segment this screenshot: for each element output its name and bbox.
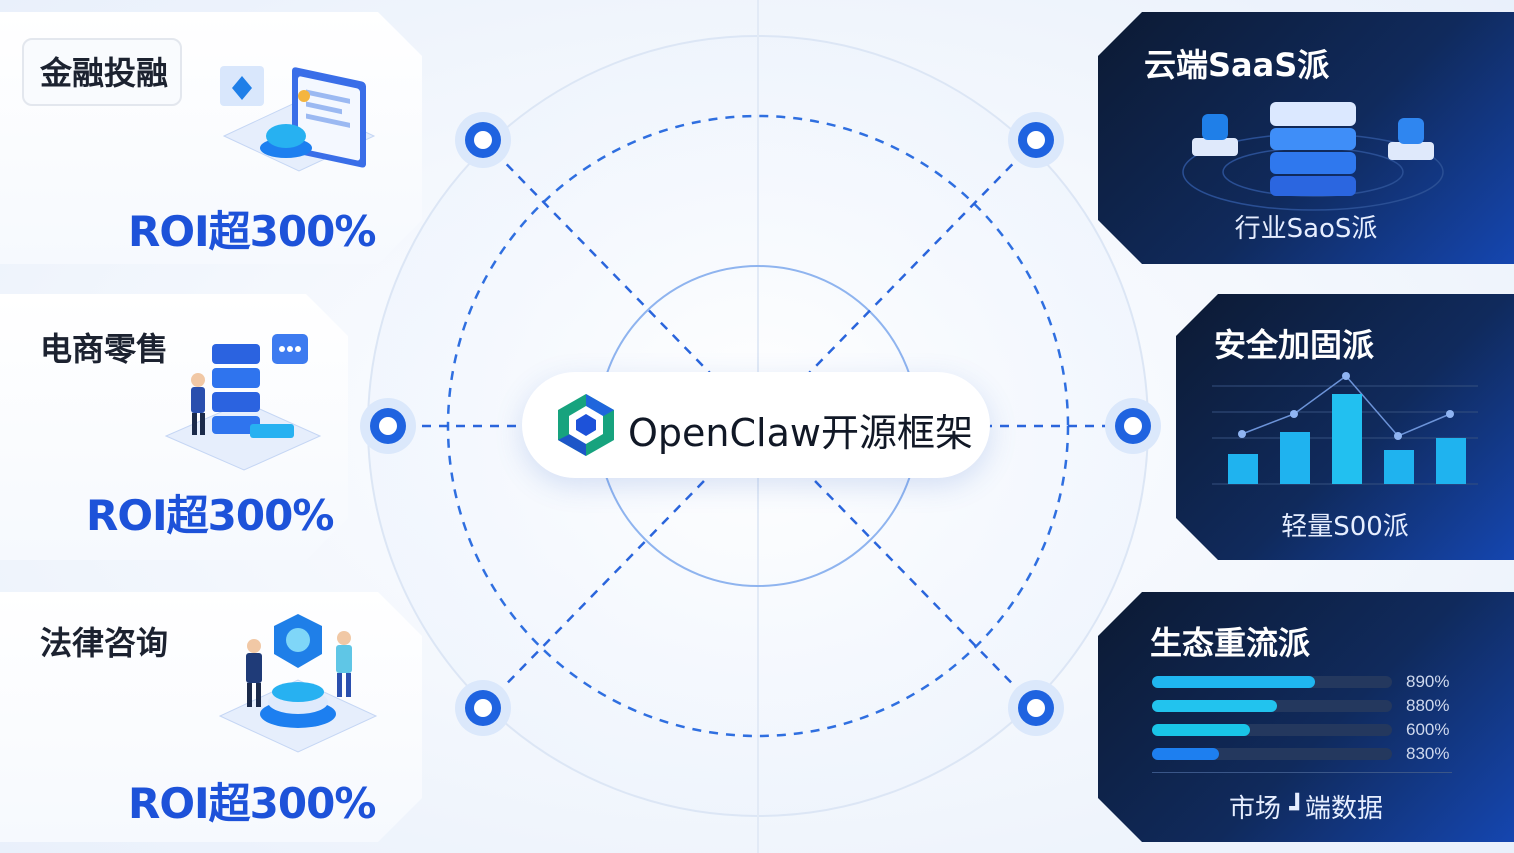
- progress-bar-value: 600%: [1406, 720, 1450, 739]
- roi-label: ROI超300%: [128, 779, 376, 828]
- connector-node-left: [360, 398, 416, 454]
- progress-bar-fill: [1152, 676, 1316, 688]
- progress-bar-value: 890%: [1406, 672, 1450, 691]
- card-subtitle: 市场 ┛端数据: [1229, 794, 1383, 824]
- industry-card-legal: 法律咨询 ROI超300%: [0, 592, 422, 842]
- title-frame: [22, 38, 182, 106]
- industry-card-finance: 金融投融 ROI超300%: [0, 12, 422, 264]
- faction-card-cloud-saas: 云端SaaS派 行业SaoS派: [1098, 12, 1514, 264]
- progress-bar: [1152, 724, 1392, 736]
- center-framework-pill: OpenClaw开源框架: [522, 372, 990, 478]
- roi-label: ROI超300%: [86, 491, 334, 540]
- card-subtitle: 行业SaoS派: [1234, 214, 1378, 244]
- center-label: OpenClaw开源框架: [628, 411, 973, 455]
- card-title: 法律咨询: [40, 624, 169, 662]
- bar-chart-icon: [1212, 372, 1478, 485]
- roi-label: ROI超300%: [128, 207, 376, 256]
- server-stack-icon: [1182, 102, 1444, 211]
- hexagon-logo-icon: [558, 394, 614, 456]
- card-title: 电商零售: [40, 330, 169, 368]
- card-title: 生态重流派: [1150, 624, 1311, 662]
- connector-node-top-right: [1008, 112, 1064, 168]
- connector-node-top-left: [455, 112, 511, 168]
- laptop-icon: [220, 66, 376, 172]
- connector-node-bottom-right: [1008, 680, 1064, 736]
- progress-bar: [1152, 748, 1392, 760]
- industry-card-ecommerce: 电商零售 ROI超300%: [0, 294, 348, 560]
- faction-card-security: 安全加固派 轻量S00派: [1176, 294, 1514, 560]
- progress-bar-value: 830%: [1406, 744, 1450, 763]
- progress-bar-value: 880%: [1406, 696, 1450, 715]
- connector-node-bottom-left: [455, 680, 511, 736]
- progress-bar-fill: [1152, 748, 1220, 760]
- progress-bar: [1152, 700, 1392, 712]
- card-title: 云端SaaS派: [1144, 46, 1330, 84]
- progress-bar-fill: [1152, 724, 1251, 736]
- card-title: 金融投融: [40, 54, 169, 92]
- progress-bar: [1152, 676, 1392, 688]
- shield-icon: [218, 614, 378, 753]
- divider: [1152, 772, 1452, 773]
- connector-node-right: [1105, 398, 1161, 454]
- server-stack-icon: [164, 334, 322, 471]
- card-title: 安全加固派: [1214, 326, 1375, 364]
- progress-bar-fill: [1152, 700, 1277, 712]
- card-subtitle: 轻量S00派: [1281, 512, 1409, 542]
- faction-card-ecosystem: 生态重流派 市场 ┛端数据: [1098, 592, 1514, 842]
